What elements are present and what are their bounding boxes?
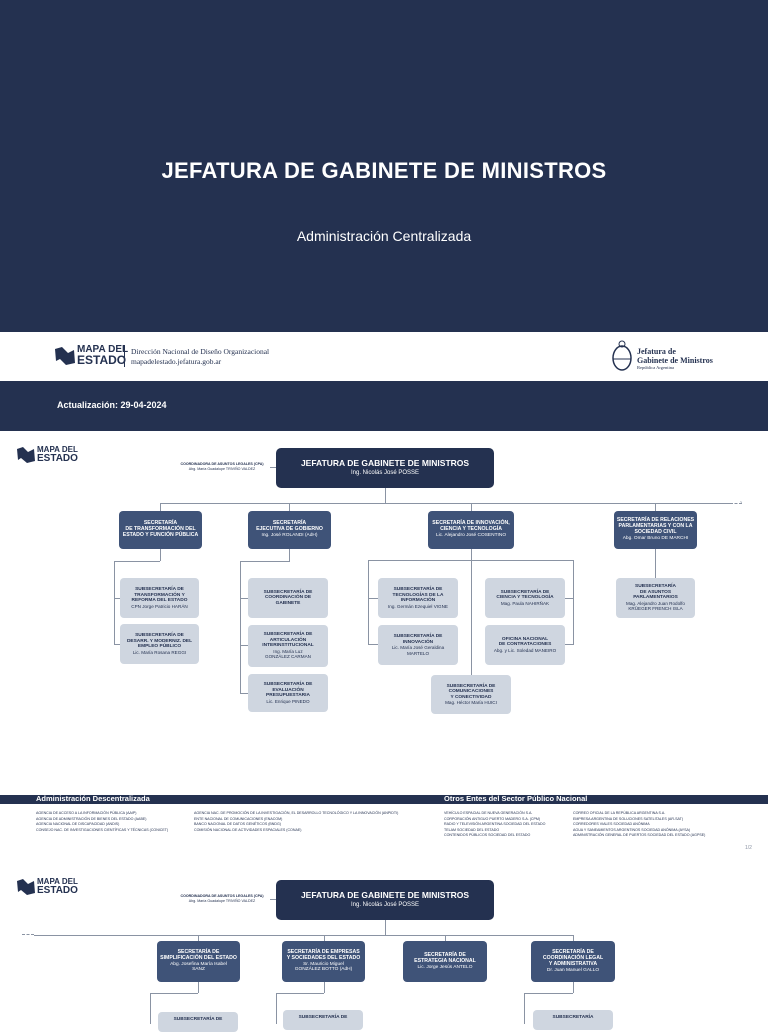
subsec-empleo-publico: SUBSECRETARÍA DE DESARR. Y MODERNIZ. DEL… [120, 624, 199, 664]
connector [524, 993, 573, 994]
connector [289, 503, 290, 511]
footer-left-title: Administración Descentralizada [36, 794, 150, 803]
sec-relaciones: SECRETARÍA DE RELACIONES PARLAMENTARIAS … [614, 511, 697, 549]
connector [385, 488, 386, 503]
connector [655, 503, 656, 511]
connector [270, 899, 276, 900]
subsec-coordinacion: SUBSECRETARÍA DE COORDINACIÓN DE GABINET… [248, 578, 328, 618]
connector [573, 935, 574, 941]
connector [114, 561, 115, 645]
connector [240, 693, 248, 694]
connector [198, 982, 199, 993]
brand-divider [124, 345, 125, 367]
coord-legales: COORDINADORA DE ASUNTOS LEGALES (CPA)Abg… [180, 894, 264, 903]
update-date: Actualización: 29-04-2024 [57, 400, 167, 410]
connector [114, 644, 120, 645]
connector [160, 503, 161, 511]
connector [524, 993, 525, 1024]
page-number: 1/2 [745, 845, 752, 851]
connector [655, 549, 656, 578]
subsec-comunicaciones: SUBSECRETARÍA DE COMUNICACIONES Y CONECT… [431, 675, 511, 714]
update-bar: Actualización: 29-04-2024 [0, 381, 768, 431]
brand-gov: Jefatura de Gabinete de Ministros Repúbl… [637, 347, 713, 371]
mapa-logo-icon [55, 347, 75, 365]
connector [385, 920, 386, 935]
connector [240, 598, 248, 599]
subsec-transformacion: SUBSECRETARÍA DE TRANSFORMACIÓN Y REFORM… [120, 578, 199, 618]
connector [198, 935, 199, 941]
footer-col-4: CORREO OFICIAL DE LA REPÚBLICA ARGENTINA… [573, 811, 706, 838]
sec-empresas: SECRETARÍA DE EMPRESAS Y SOCIEDADES DEL … [282, 941, 365, 982]
connector [34, 935, 574, 936]
footer-col-1: AGENCIA DE ACCESO A LA INFORMACIÓN PÚBLI… [36, 811, 169, 832]
connector [565, 598, 574, 599]
subsec-partial: SUBSECRETARÍA [533, 1010, 613, 1030]
connector [471, 503, 472, 511]
arrow-right-icon: › [740, 500, 742, 506]
connector [114, 561, 160, 562]
mapa-logo-icon [17, 879, 35, 895]
footer-band [0, 795, 768, 804]
connector [289, 549, 290, 561]
connector [160, 503, 730, 504]
connector [114, 598, 120, 599]
subsec-partial: SUBSECRETARÍA DE [158, 1012, 238, 1032]
connector [150, 993, 198, 994]
footer-right-title: Otros Entes del Sector Público Nacional [444, 794, 588, 803]
connector [573, 982, 574, 993]
connector [150, 993, 151, 1024]
subsec-articulacion: SUBSECRETARÍA DE ARTICULACIÓN INTERINSTI… [248, 625, 328, 667]
connector [160, 549, 161, 561]
connector [368, 644, 378, 645]
subsec-tecnologias: SUBSECRETARÍA DE TECNOLOGÍAS DE LA INFOR… [378, 578, 458, 618]
cover-title: JEFATURA DE GABINETE DE MINISTROS [161, 158, 607, 183]
mapa-logo-icon [17, 447, 35, 463]
connector [368, 598, 378, 599]
connector [276, 993, 324, 994]
argentina-seal-icon [612, 340, 632, 371]
cover-slide: JEFATURA DE GABINETE DE MINISTROS Admini… [0, 0, 768, 332]
connector [445, 935, 446, 941]
subsec-partial: SUBSECRETARÍA DE [283, 1010, 363, 1030]
connector [368, 560, 574, 561]
brand-org: Dirección Nacional de Diseño Organizacio… [131, 347, 270, 367]
connector [324, 982, 325, 993]
connector [565, 644, 574, 645]
sec-coordinacion-legal: SECRETARÍA DE COORDINACIÓN LEGAL Y ADMIN… [531, 941, 615, 982]
connector [240, 645, 248, 646]
footer-col-2: AGENCIA NAC. DE PROMOCIÓN DE LA INVESTIG… [194, 811, 399, 832]
connector [276, 993, 277, 1024]
coord-legales: COORDINADORA DE ASUNTOS LEGALES (CPA)Abg… [180, 462, 264, 471]
footer-col-3: VEHÍCULO ESPACIAL DE NUEVA GENERACIÓN S.… [444, 811, 546, 838]
connector [471, 549, 472, 675]
connector-dashed [22, 934, 34, 935]
connector [270, 467, 276, 468]
subsec-evaluacion: SUBSECRETARÍA DE EVALUACIÓN PRESUPUESTAR… [248, 674, 328, 712]
connector [573, 560, 574, 645]
sec-innovacion: SECRETARÍA DE INNOVACIÓN, CIENCIA Y TECN… [428, 511, 514, 549]
connector-dashed [730, 503, 742, 504]
connector [368, 560, 369, 645]
connector [324, 935, 325, 941]
cover-subtitle: Administración Centralizada [296, 228, 472, 244]
connector [240, 561, 241, 694]
sec-transformacion: SECRETARÍA DE TRANSFORMACIÓN DEL ESTADO … [119, 511, 202, 549]
connector [240, 561, 290, 562]
